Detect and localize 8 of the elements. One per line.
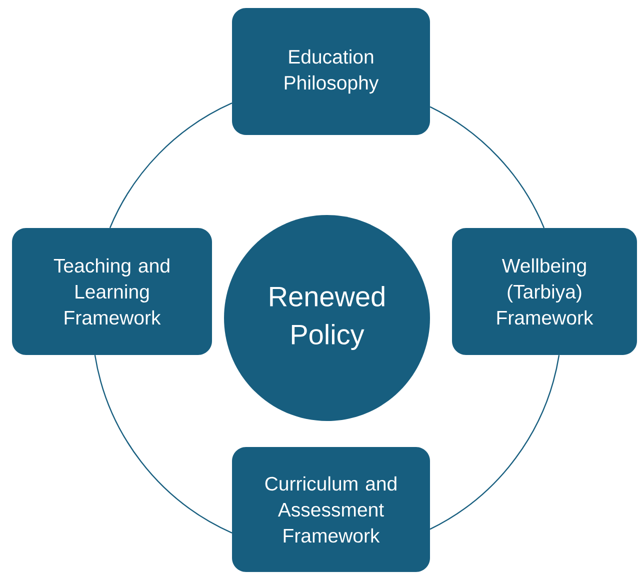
rounded-box: Teaching and Learning Framework [12,228,212,355]
rounded-box: Education Philosophy [232,8,430,135]
ring-arc [430,106,545,228]
ring-arc [430,355,560,530]
ring-arc [109,102,232,228]
rounded-box: Curriculum and Assessment Framework [232,446,430,572]
ring-arc [94,354,232,534]
rounded-box: Wellbeing (Tarbiya) Framework [452,228,637,355]
